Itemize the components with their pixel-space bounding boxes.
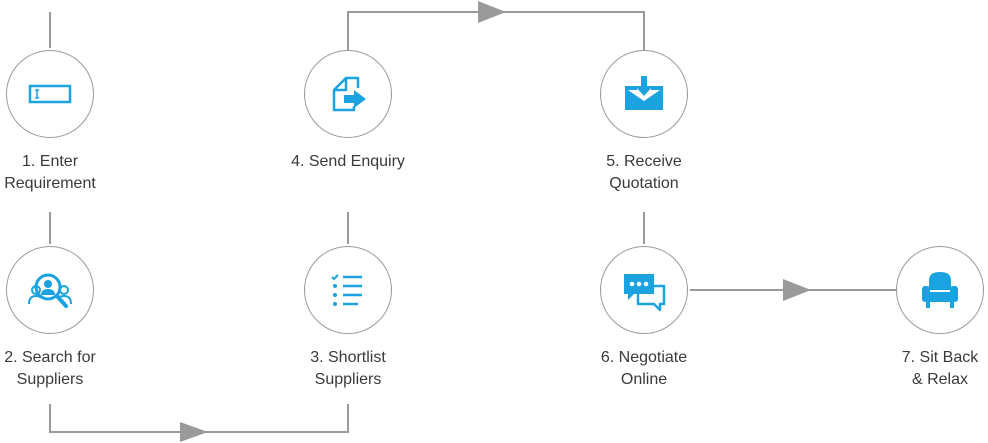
step-3-label-line1: 3. Shortlist — [310, 349, 386, 366]
step-7-circle — [896, 246, 984, 334]
step-1-label-line1: 1. Enter — [21, 153, 79, 170]
input-field-icon — [28, 84, 72, 104]
send-document-icon — [332, 76, 366, 112]
step-6-label: 6. Negotiate Online — [554, 347, 734, 391]
step-7-label: 7. Sit Back & Relax — [850, 347, 988, 391]
step-1-circle — [6, 50, 94, 138]
connector-step4-step5 — [347, 11, 645, 50]
step-6-circle — [600, 246, 688, 334]
step-2-label-line2: Suppliers — [16, 371, 84, 388]
step-1-label-line2: Requirement — [4, 175, 96, 192]
arrowhead-bottom — [180, 422, 208, 442]
step-5-label-line1: 5. Receive — [606, 153, 682, 170]
step-7-label-line2: & Relax — [911, 371, 969, 388]
step-4-label-line1: 4. Send Enquiry — [291, 153, 405, 170]
connector-step2-step3 — [49, 404, 349, 433]
step-7-label-line1: 7. Sit Back — [901, 349, 979, 366]
step-2-label: 2. Search for Suppliers — [0, 347, 140, 391]
checklist-icon — [331, 274, 362, 306]
step-5-circle — [600, 50, 688, 138]
step-3-circle — [304, 246, 392, 334]
arrowhead-step6-step7 — [783, 279, 811, 301]
arrowhead-top — [478, 1, 506, 23]
step-2-label-line1: 2. Search for — [4, 349, 96, 366]
step-6-label-line1: 6. Negotiate — [600, 349, 688, 366]
step-3-label: 3. Shortlist Suppliers — [258, 347, 438, 391]
armchair-icon — [922, 272, 958, 308]
step-3-label-line2: Suppliers — [314, 371, 382, 388]
step-5-label: 5. Receive Quotation — [554, 151, 734, 195]
step-6-label-line2: Online — [620, 371, 668, 388]
step-2-circle — [6, 246, 94, 334]
step-5-label-line2: Quotation — [609, 175, 679, 192]
step-4-label: 4. Send Enquiry — [258, 151, 438, 173]
chat-bubbles-icon — [624, 274, 666, 312]
search-people-icon — [28, 273, 72, 308]
inbox-download-icon — [625, 76, 663, 110]
step-4-circle — [304, 50, 392, 138]
step-1-label: 1. Enter Requirement — [0, 151, 140, 195]
